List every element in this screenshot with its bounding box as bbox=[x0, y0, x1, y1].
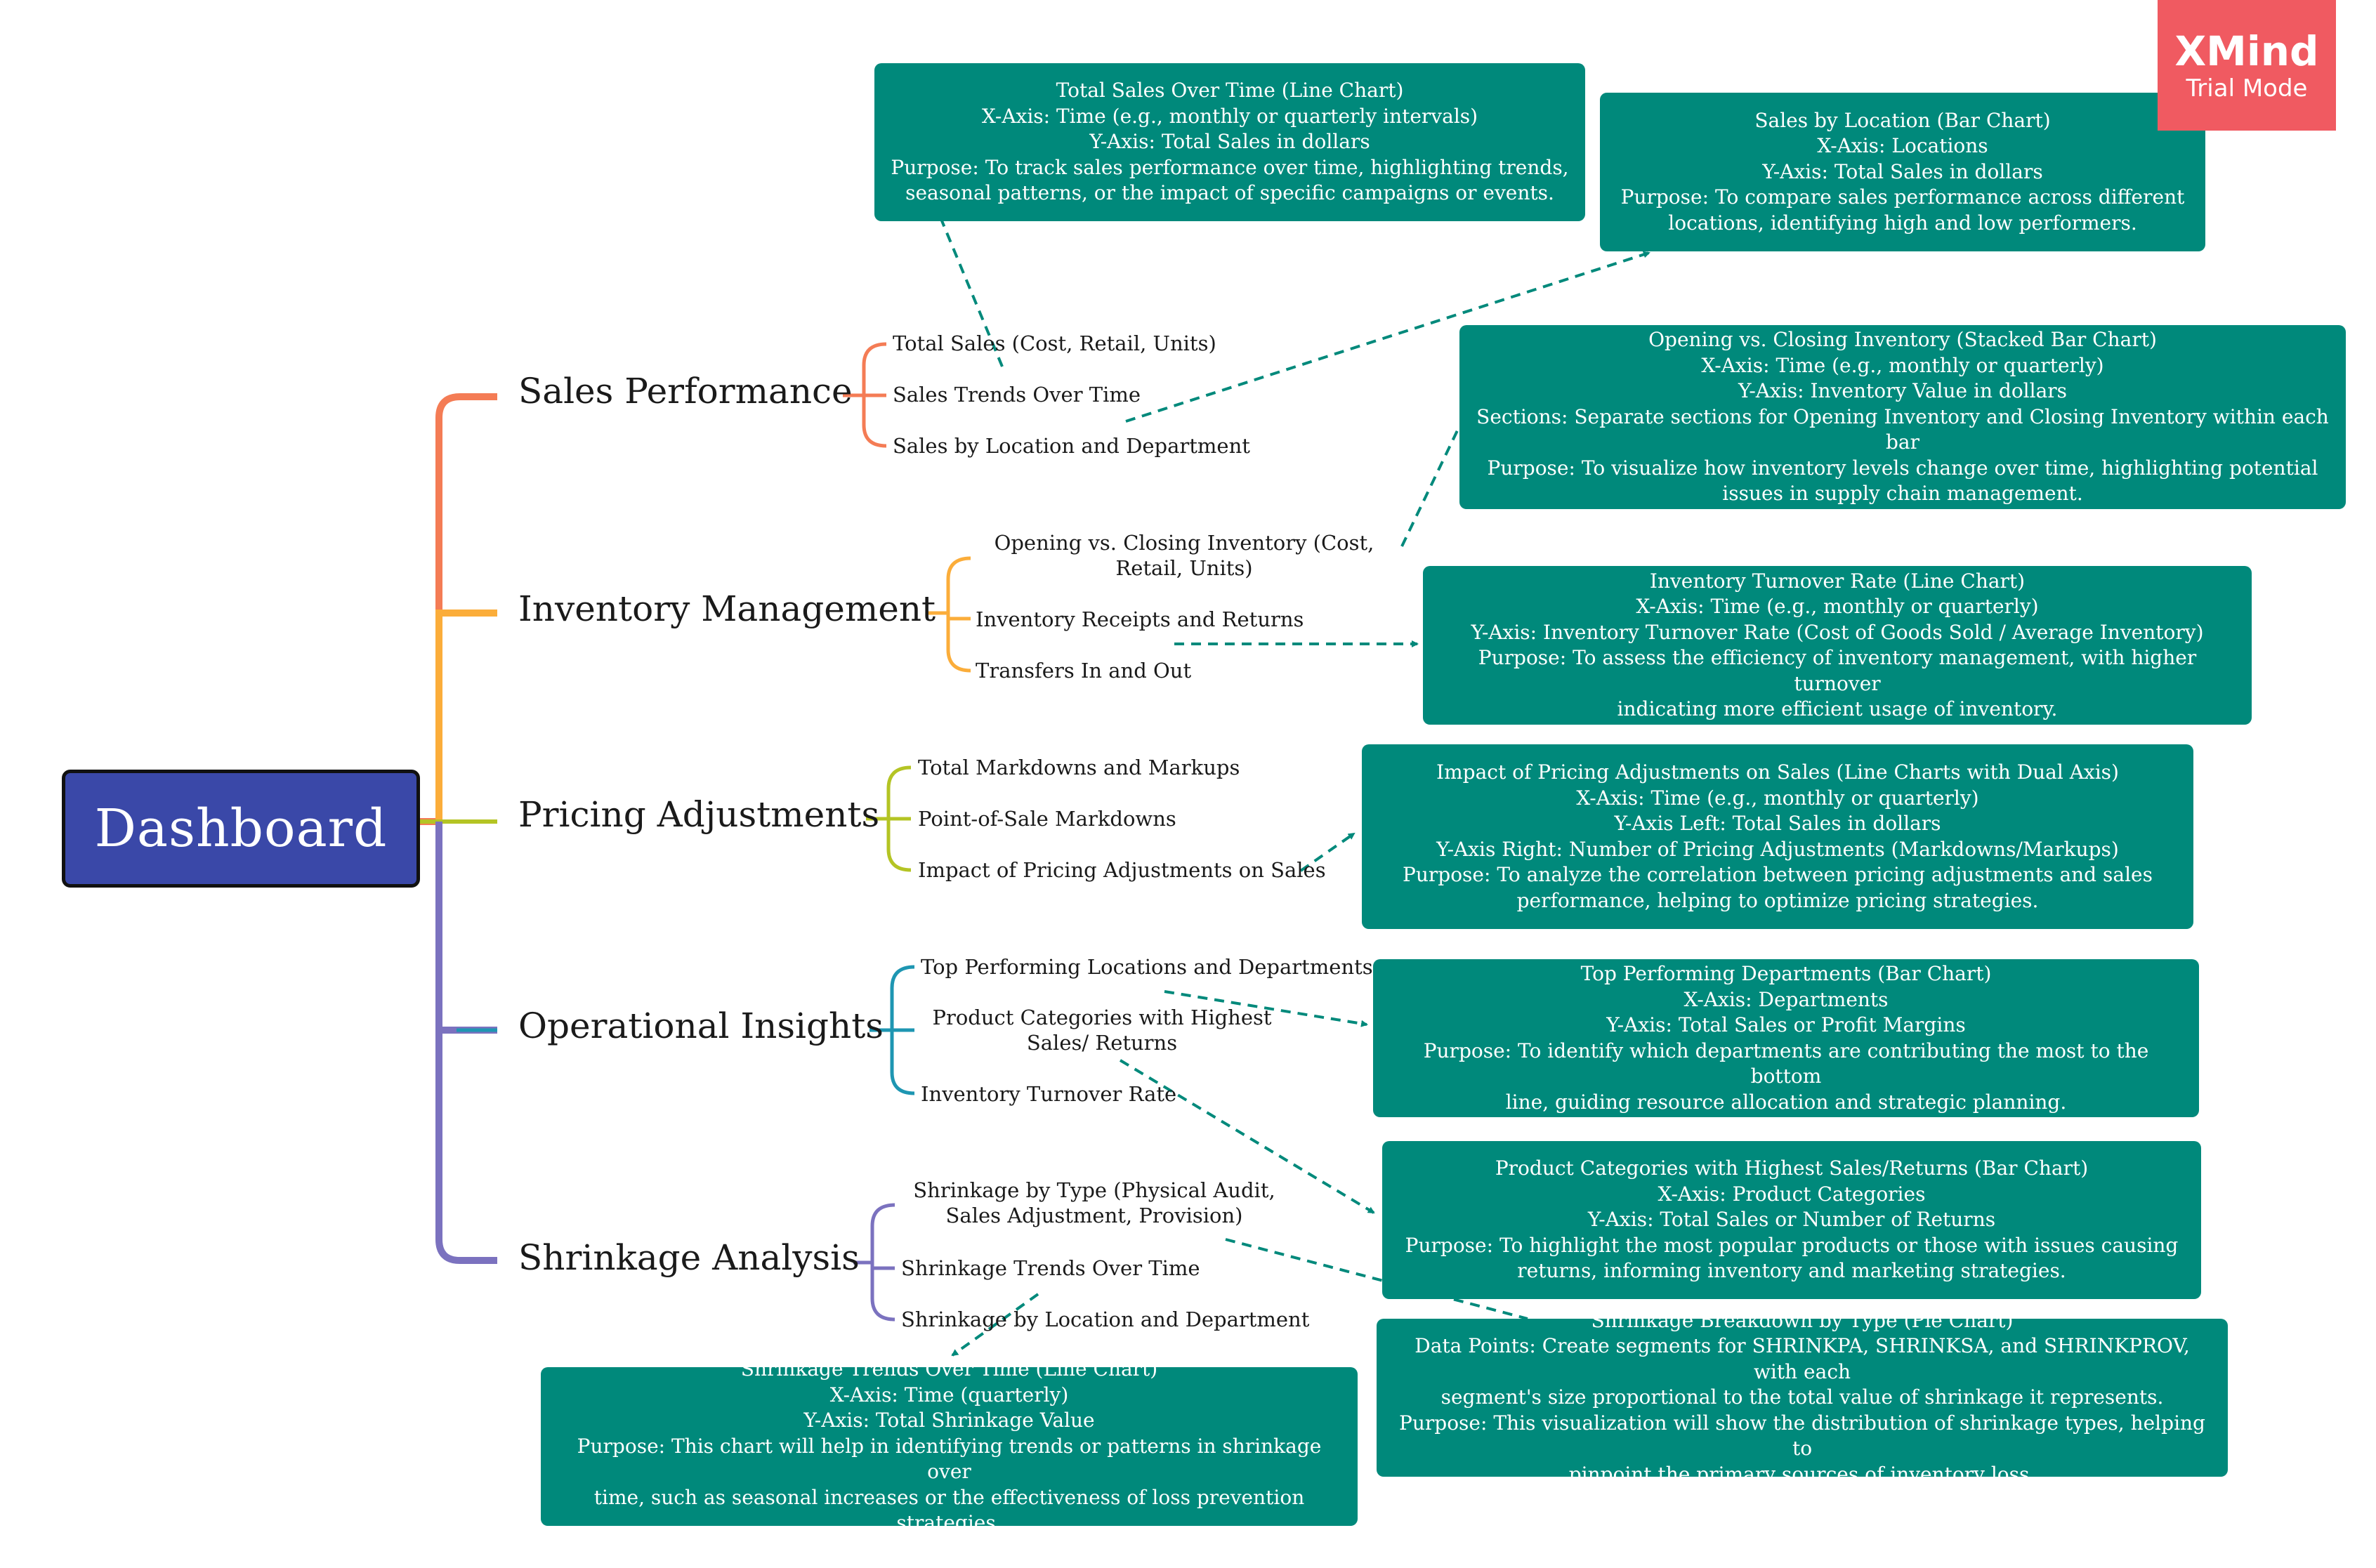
note-line: Sections: Separate sections for Opening … bbox=[1476, 404, 2329, 454]
link-sales-trends bbox=[940, 218, 1004, 367]
note-line: Purpose: To analyze the correlation betw… bbox=[1403, 863, 2153, 886]
note-pricing-impact[interactable]: Impact of Pricing Adjustments on Sales (… bbox=[1362, 744, 2193, 929]
note-line: Y-Axis Left: Total Sales in dollars bbox=[1614, 812, 1941, 835]
note-total-sales-over-time[interactable]: Total Sales Over Time (Line Chart) X-Axi… bbox=[874, 63, 1585, 221]
note-line: Shrinkage Breakdown by Type (Pie Chart) bbox=[1591, 1308, 2014, 1332]
subtopic-total-sales[interactable]: Total Sales (Cost, Retail, Units) bbox=[893, 331, 1216, 355]
note-line: Data Points: Create segments for SHRINKP… bbox=[1415, 1334, 2190, 1383]
note-line: segment's size proportional to the total… bbox=[1440, 1385, 2164, 1409]
note-line: Purpose: This chart will help in identif… bbox=[577, 1434, 1322, 1484]
subtopic-shrinkage-trends[interactable]: Shrinkage Trends Over Time bbox=[901, 1256, 1200, 1280]
subtopic-top-performing[interactable]: Top Performing Locations and Departments bbox=[921, 955, 1373, 979]
note-line: Inventory Turnover Rate (Line Chart) bbox=[1649, 569, 2026, 593]
note-line: X-Axis: Time (e.g., monthly or quarterly… bbox=[1576, 786, 1979, 810]
note-line: Purpose: To assess the efficiency of inv… bbox=[1478, 646, 2197, 695]
note-line: X-Axis: Product Categories bbox=[1658, 1182, 1926, 1206]
note-line: line, guiding resource allocation and st… bbox=[1505, 1090, 2067, 1114]
note-line: X-Axis: Time (e.g., monthly or quarterly… bbox=[1701, 353, 2104, 377]
note-line: Y-Axis: Total Sales in dollars bbox=[1089, 130, 1370, 154]
link-pricing-impact bbox=[1299, 832, 1356, 872]
note-line: Y-Axis: Total Sales or Profit Margins bbox=[1606, 1013, 1966, 1036]
note-line: Purpose: To highlight the most popular p… bbox=[1405, 1233, 2179, 1257]
note-line: Purpose: To track sales performance over… bbox=[891, 155, 1569, 179]
subtopic-shrinkage-location[interactable]: Shrinkage by Location and Department bbox=[901, 1307, 1310, 1331]
note-line: performance, helping to optimize pricing… bbox=[1516, 888, 2039, 912]
note-line: Impact of Pricing Adjustments on Sales (… bbox=[1436, 760, 2119, 784]
subtopic-shrinkage-type[interactable]: Shrinkage by Type (Physical Audit, Sales… bbox=[913, 1178, 1275, 1227]
link-top-performing bbox=[1164, 990, 1368, 1027]
note-line: Opening vs. Closing Inventory (Stacked B… bbox=[1648, 328, 2157, 352]
watermark-brand: XMind bbox=[2174, 27, 2319, 75]
branch-pricing-adjustments[interactable]: Pricing Adjustments bbox=[518, 794, 880, 835]
subtopic-pricing-impact[interactable]: Impact of Pricing Adjustments on Sales bbox=[918, 858, 1326, 882]
branch-shrinkage-analysis[interactable]: Shrinkage Analysis bbox=[518, 1237, 860, 1278]
bracket-sales bbox=[843, 342, 887, 448]
note-line: returns, informing inventory and marketi… bbox=[1517, 1259, 2066, 1283]
subtopic-markdowns-markups[interactable]: Total Markdowns and Markups bbox=[918, 756, 1240, 779]
note-line: Sales by Location (Bar Chart) bbox=[1754, 108, 2051, 132]
note-shrinkage-trends[interactable]: Shrinkage Trends Over Time (Line Chart) … bbox=[541, 1357, 1358, 1534]
subtopic-receipts-returns[interactable]: Inventory Receipts and Returns bbox=[976, 607, 1304, 631]
note-line: X-Axis: Locations bbox=[1817, 134, 1988, 158]
note-line: locations, identifying high and low perf… bbox=[1668, 211, 2137, 235]
xmind-trial-watermark: XMind Trial Mode bbox=[2158, 0, 2336, 131]
watermark-mode: Trial Mode bbox=[2186, 74, 2308, 103]
subtopic-opening-closing[interactable]: Opening vs. Closing Inventory (Cost, Ret… bbox=[994, 531, 1374, 580]
link-shrinkage-type bbox=[1225, 1238, 1528, 1320]
note-line: Y-Axis: Inventory Turnover Rate (Cost of… bbox=[1471, 620, 2204, 644]
subtopic-product-categories[interactable]: Product Categories with Highest Sales/ R… bbox=[932, 1006, 1272, 1055]
note-line: seasonal patterns, or the impact of spec… bbox=[905, 181, 1554, 205]
note-line: Shrinkage Trends Over Time (Line Chart) bbox=[740, 1357, 1158, 1381]
note-sales-by-location[interactable]: Sales by Location (Bar Chart) X-Axis: Lo… bbox=[1600, 93, 2205, 251]
bracket-operational bbox=[869, 965, 915, 1095]
branch-operational-insights[interactable]: Operational Insights bbox=[518, 1006, 884, 1046]
note-inventory-turnover-rate[interactable]: Inventory Turnover Rate (Line Chart) X-A… bbox=[1423, 566, 2252, 725]
trunk-inventory bbox=[435, 610, 497, 822]
note-line: X-Axis: Time (e.g., monthly or quarterly… bbox=[981, 104, 1478, 128]
note-line: Y-Axis Right: Number of Pricing Adjustme… bbox=[1436, 837, 2119, 861]
link-opening-closing bbox=[1400, 426, 1461, 547]
note-line: Y-Axis: Total Sales or Number of Returns bbox=[1587, 1208, 1996, 1232]
central-topic-dashboard[interactable]: Dashboard bbox=[62, 770, 420, 888]
note-line: Purpose: To compare sales performance ac… bbox=[1620, 185, 2185, 209]
note-line: Y-Axis: Total Sales in dollars bbox=[1762, 159, 2043, 183]
note-line: X-Axis: Time (quarterly) bbox=[829, 1383, 1069, 1406]
branch-inventory-management[interactable]: Inventory Management bbox=[518, 588, 936, 629]
subtopic-sales-trends[interactable]: Sales Trends Over Time bbox=[893, 383, 1141, 407]
note-line: Y-Axis: Total Shrinkage Value bbox=[803, 1409, 1095, 1432]
bracket-shrinkage bbox=[853, 1203, 895, 1322]
note-top-performing-departments[interactable]: Top Performing Departments (Bar Chart) X… bbox=[1373, 959, 2199, 1117]
link-sales-location bbox=[1125, 251, 1650, 423]
note-line: time, such as seasonal increases or the … bbox=[593, 1485, 1305, 1535]
note-opening-closing-inventory[interactable]: Opening vs. Closing Inventory (Stacked B… bbox=[1459, 325, 2346, 509]
subtopic-sales-by-location[interactable]: Sales by Location and Department bbox=[893, 434, 1250, 458]
note-line: Purpose: To identify which departments a… bbox=[1423, 1039, 2149, 1088]
note-line: Top Performing Departments (Bar Chart) bbox=[1580, 962, 1992, 985]
note-line: Purpose: This visualization will show th… bbox=[1399, 1411, 2205, 1461]
note-line: X-Axis: Departments bbox=[1683, 987, 1889, 1011]
branch-sales-performance[interactable]: Sales Performance bbox=[518, 371, 853, 411]
trunk-operational bbox=[435, 822, 497, 1034]
subtopic-inventory-turnover[interactable]: Inventory Turnover Rate bbox=[921, 1082, 1177, 1106]
note-line: Y-Axis: Inventory Value in dollars bbox=[1738, 379, 2068, 403]
bracket-inventory bbox=[927, 556, 971, 673]
note-line: indicating more efficient usage of inven… bbox=[1617, 697, 2058, 720]
bracket-pricing bbox=[866, 765, 912, 872]
note-product-categories[interactable]: Product Categories with Highest Sales/Re… bbox=[1382, 1141, 2201, 1299]
subtopic-pos-markdowns[interactable]: Point-of-Sale Markdowns bbox=[918, 807, 1176, 831]
note-line: X-Axis: Time (e.g., monthly or quarterly… bbox=[1636, 595, 2039, 618]
trunk-shrinkage bbox=[435, 822, 497, 1264]
note-line: issues in supply chain management. bbox=[1722, 482, 2083, 506]
link-shrinkage-trends bbox=[951, 1293, 1039, 1357]
note-line: Product Categories with Highest Sales/Re… bbox=[1495, 1157, 2089, 1180]
subtopic-transfers[interactable]: Transfers In and Out bbox=[976, 659, 1192, 683]
trunk-sales bbox=[420, 393, 497, 825]
note-shrinkage-breakdown[interactable]: Shrinkage Breakdown by Type (Pie Chart) … bbox=[1377, 1309, 2228, 1486]
note-line: Purpose: To visualize how inventory leve… bbox=[1487, 456, 2318, 480]
note-line: pinpoint the primary sources of inventor… bbox=[1568, 1462, 2036, 1486]
note-line: Total Sales Over Time (Line Chart) bbox=[1056, 79, 1404, 103]
